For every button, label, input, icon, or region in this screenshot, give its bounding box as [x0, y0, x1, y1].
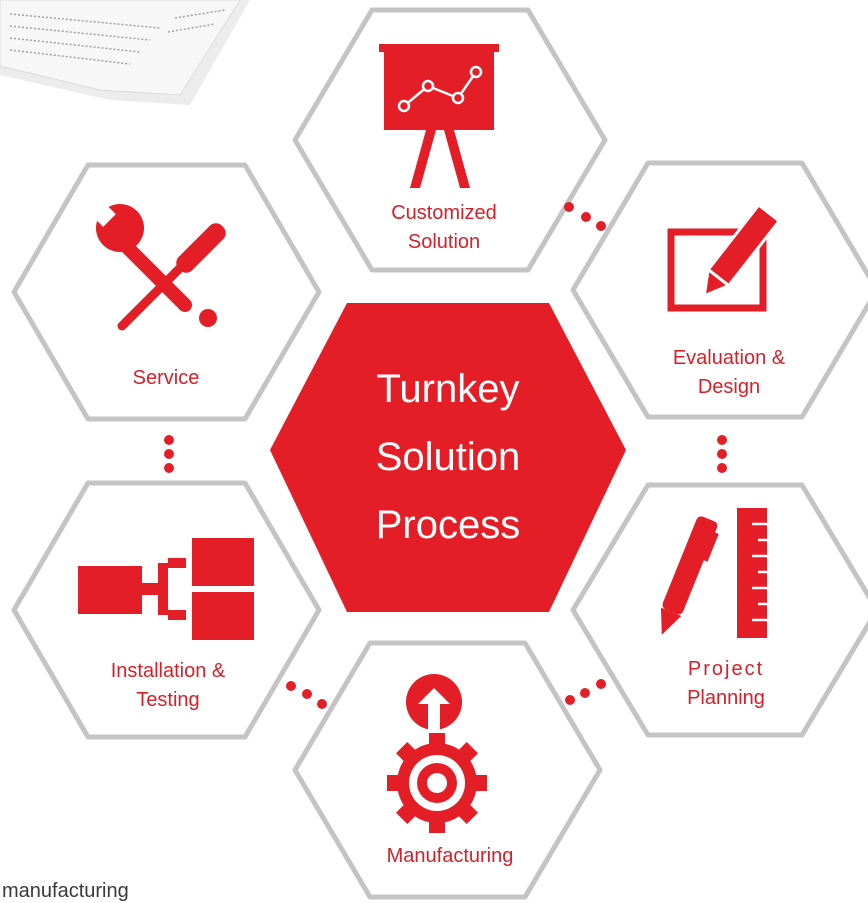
connector-dots-left: [164, 435, 174, 473]
footer-text: manufacturing: [2, 880, 129, 902]
connector-dots-bottom-right: [565, 679, 606, 705]
center-title-line-2: Solution: [376, 435, 521, 479]
step-label-planning-line-1: Project: [688, 658, 764, 680]
wrench-and-screwdriver-icon: [86, 197, 229, 331]
hex-project-planning: [570, 482, 868, 738]
step-label-installation-line-1: Installation &: [111, 660, 226, 682]
center-hexagon: [270, 303, 626, 612]
step-label-installation-line-2: Testing: [136, 689, 199, 711]
step-label-service: Service: [133, 367, 200, 389]
gear-with-arrow-icon: [387, 674, 487, 833]
connected-blocks-icon: [78, 538, 254, 640]
pencil-on-board-icon: [667, 202, 782, 312]
step-label-manufacturing: Manufacturing: [387, 845, 514, 867]
step-label-evaluation-line-2: Design: [698, 376, 760, 398]
step-label-customized-line-1: Customized: [391, 202, 497, 224]
paper-stack-image: [0, 0, 250, 105]
connector-dots-top-right: [564, 202, 606, 231]
step-label-customized-line-2: Solution: [408, 231, 480, 253]
center-title-line-3: Process: [376, 503, 521, 547]
presentation-chart-icon: [379, 44, 499, 188]
step-label-planning-line-2: Planning: [687, 687, 765, 709]
center-title-line-1: Turnkey: [376, 367, 519, 411]
connector-dots-right: [717, 435, 727, 473]
step-label-evaluation-line-1: Evaluation &: [673, 347, 786, 369]
pen-and-ruler-icon: [660, 508, 767, 638]
connector-dots-bottom-left: [286, 681, 327, 709]
